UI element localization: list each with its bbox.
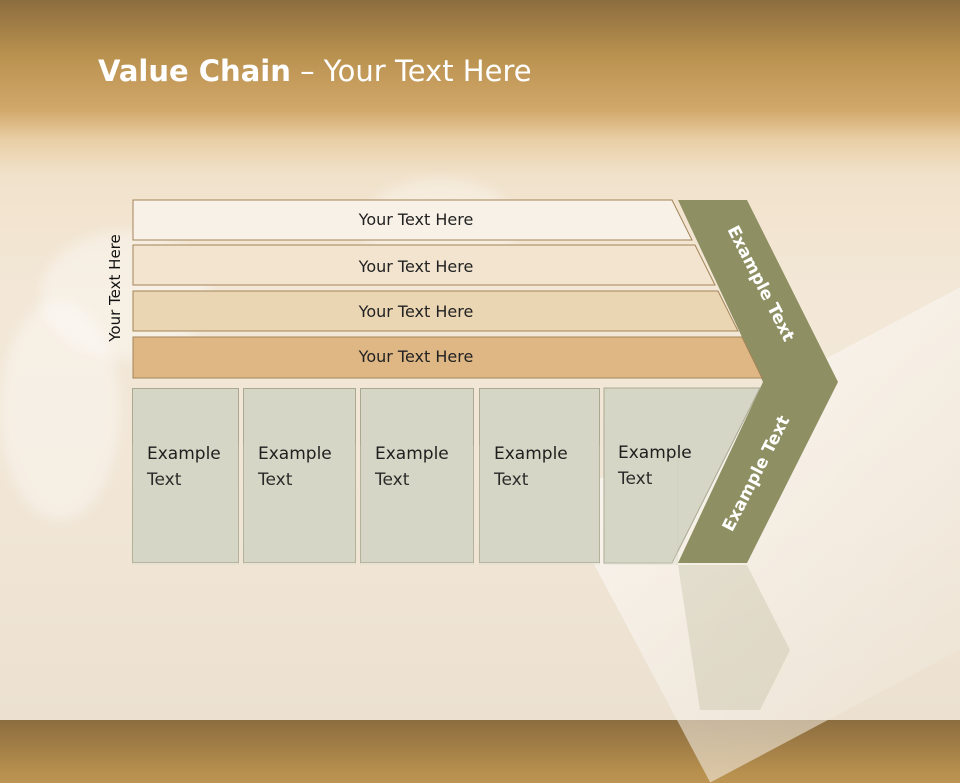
column-3-reflection	[360, 445, 474, 565]
title-bold: Value Chain	[98, 54, 291, 88]
column-2-line1: Example	[258, 444, 332, 464]
column-1-line2: Text	[147, 470, 182, 490]
bar-2-label: Your Text Here	[358, 257, 474, 276]
chevron-arrow	[678, 200, 838, 563]
column-5-shape	[603, 387, 761, 564]
bar-2-shape	[132, 244, 716, 286]
column-4-reflection	[479, 445, 600, 565]
bar-3-label: Your Text Here	[358, 302, 474, 321]
bar-4-label: Your Text Here	[358, 347, 474, 366]
column-5-line2: Text	[618, 469, 653, 489]
column-3-line2: Text	[375, 470, 410, 490]
bar-3-shape	[132, 290, 739, 332]
title-rest: – Your Text Here	[290, 54, 532, 88]
column-4-line1: Example	[494, 444, 568, 464]
column-5-line1: Example	[618, 443, 692, 463]
column-1-reflection	[132, 445, 239, 565]
bar-1-label: Your Text Here	[358, 210, 474, 229]
column-5-reflection	[604, 445, 678, 565]
column-2-reflection	[243, 445, 356, 565]
chevron-arrow-reflection	[678, 565, 790, 710]
column-3-line1: Example	[375, 444, 449, 464]
column-2-line2: Text	[258, 470, 293, 490]
slide-title: Value Chain – Your Text Here	[98, 54, 532, 88]
bar-4-shape	[132, 336, 763, 379]
value-chain-diagram: Your Text Here Your Text Here Your Text …	[132, 199, 838, 710]
column-4-line2: Text	[494, 470, 529, 490]
column-1-line1: Example	[147, 444, 221, 464]
bar-1-shape	[132, 199, 693, 241]
background-pasta-shape	[0, 300, 120, 520]
